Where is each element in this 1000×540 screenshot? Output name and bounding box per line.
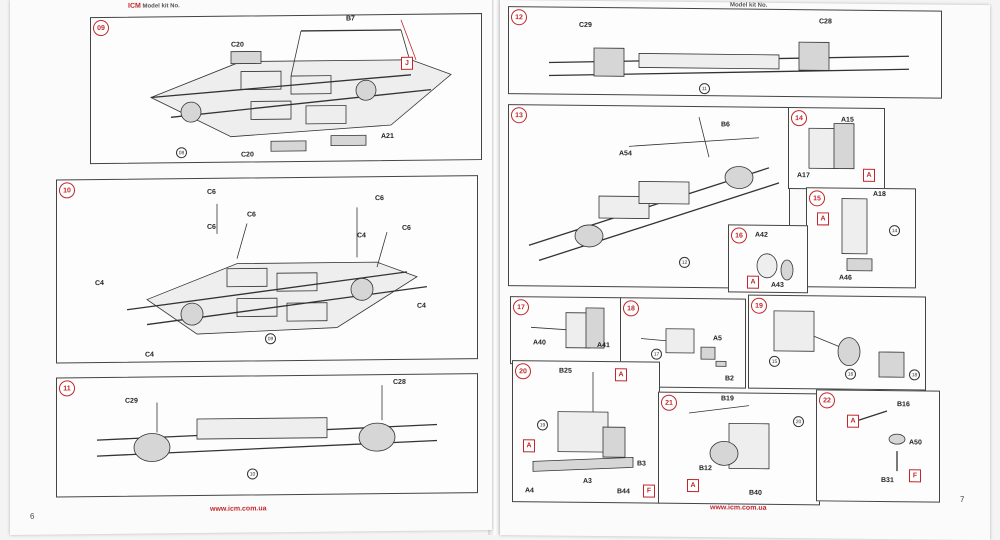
- part-label: A21: [381, 132, 394, 141]
- part-label: A18: [873, 190, 886, 199]
- part-label: B16: [897, 401, 910, 409]
- part-label: B6: [721, 121, 730, 129]
- step-16-panel: 16 A42 A43 A: [728, 224, 808, 294]
- page-number: 6: [30, 511, 35, 521]
- sprue-flag: A: [687, 478, 699, 493]
- step-17-panel: 17 A40 A41: [510, 296, 622, 366]
- step-ref: 09: [265, 333, 276, 345]
- part-label: C4: [145, 351, 154, 359]
- step-18-panel: 18 A5 B2 17: [620, 297, 746, 389]
- sprue-flag: A: [615, 368, 627, 382]
- part-label: B3: [637, 460, 646, 468]
- step-15-panel: 15 A18 A46 A 14: [806, 187, 916, 289]
- step-11-panel: 11 C29 C28 10: [56, 373, 478, 498]
- part-label: A41: [597, 342, 610, 350]
- step-ref: 14: [889, 225, 900, 237]
- part-label: C28: [393, 378, 406, 386]
- header-text: Model kit No.: [142, 3, 180, 10]
- part-label: B31: [881, 476, 894, 485]
- part-label: A46: [839, 274, 852, 282]
- step-ref: 08: [176, 147, 187, 159]
- step-20-diagram: [532, 371, 634, 472]
- header-brand: ICM: [128, 2, 141, 10]
- step-ref: 20: [793, 416, 804, 428]
- step-ref: 18: [909, 369, 920, 381]
- step-09-diagram: [150, 19, 452, 152]
- part-label: A43: [771, 281, 784, 289]
- part-label: A3: [583, 477, 592, 485]
- part-label: C6: [402, 224, 411, 232]
- part-label: A54: [619, 150, 632, 158]
- part-label: A40: [533, 339, 546, 347]
- part-label: C6: [207, 188, 216, 196]
- step-18-diagram: [640, 328, 727, 367]
- footer-url: www.icm.com.ua: [210, 505, 267, 513]
- part-label: B12: [699, 465, 712, 473]
- part-label: C6: [207, 223, 216, 231]
- step-ref: 15: [769, 355, 780, 367]
- part-label: A4: [525, 487, 534, 495]
- sprue-flag: J: [401, 56, 413, 70]
- step-ref: 17: [651, 348, 662, 360]
- part-label: C6: [375, 195, 384, 203]
- part-label: A5: [713, 335, 722, 343]
- sprue-flag: A: [863, 168, 875, 182]
- step-14-diagram: [808, 123, 855, 170]
- part-label: A17: [797, 172, 810, 180]
- left-header: ICM Model kit No.: [128, 2, 180, 10]
- part-label: B19: [721, 395, 734, 403]
- part-label: B7: [346, 15, 355, 23]
- part-label: A42: [755, 231, 768, 239]
- part-label: C20: [241, 151, 254, 159]
- step-21-panel: 21 B19 B12 B40 A 20: [658, 391, 820, 506]
- part-label: C20: [231, 41, 244, 49]
- step-20-panel: 20 B25 A4 A3 B3 B44 A A F 19: [512, 360, 660, 504]
- sprue-flag: A: [847, 414, 859, 428]
- part-label: C29: [579, 21, 592, 29]
- step-ref: 10: [247, 468, 258, 480]
- part-label: C29: [125, 397, 138, 405]
- part-label: C6: [247, 211, 256, 219]
- page-number: 7: [960, 494, 965, 504]
- step-11-diagram: [96, 385, 438, 462]
- step-ref: 16: [845, 368, 856, 380]
- step-09-panel: 09 C20 B7 C20 A21 J 08: [90, 13, 482, 165]
- step-13-diagram: [528, 116, 780, 262]
- part-label: C4: [417, 302, 426, 310]
- step-21-diagram: [688, 405, 770, 470]
- step-12-panel: 12 C29 C28 11: [508, 6, 942, 99]
- part-label: B40: [749, 489, 762, 497]
- step-14-panel: 14 A15 A17 A: [788, 107, 885, 191]
- step-22-diagram: [856, 410, 906, 472]
- part-label: A50: [909, 439, 922, 447]
- part-label: C4: [95, 280, 104, 288]
- sprue-flag: A: [523, 439, 535, 453]
- part-label: B44: [617, 488, 630, 496]
- step-19-panel: 19 15 16 18: [748, 294, 926, 391]
- part-label: C4: [357, 232, 366, 240]
- sprue-flag: A: [817, 212, 829, 226]
- step-15-diagram: [841, 198, 873, 272]
- step-ref: 11: [699, 83, 710, 95]
- part-label: C28: [819, 18, 832, 26]
- step-10-diagram: [126, 203, 428, 335]
- sprue-flag: A: [747, 275, 759, 289]
- step-ref: 19: [537, 419, 548, 431]
- part-label: A15: [841, 116, 854, 124]
- step-17-diagram: [530, 307, 605, 349]
- left-page: ICM Model kit No. 09 C20 B7 C20 A21 J: [10, 0, 492, 535]
- step-ref: 12: [679, 256, 690, 268]
- step-12-diagram: [548, 41, 910, 77]
- step-10-panel: 10 C6 C6 C6 C6 C4 C6 C4 C4 C4 09: [56, 175, 478, 364]
- sprue-flag: F: [909, 469, 921, 483]
- right-page: Model kit No. 12 C29 C28 11 13 B6 A54 12: [500, 0, 990, 540]
- step-19-diagram: [773, 310, 905, 378]
- step-16-diagram: [756, 253, 794, 281]
- step-13-panel: 13 B6 A54 12: [508, 104, 790, 290]
- part-label: B25: [559, 367, 572, 375]
- sprue-flag: F: [643, 484, 655, 498]
- part-label: B2: [725, 375, 734, 383]
- footer-url: www.icm.com.ua: [710, 504, 767, 512]
- step-22-panel: 22 B16 A50 B31 A F: [816, 389, 940, 503]
